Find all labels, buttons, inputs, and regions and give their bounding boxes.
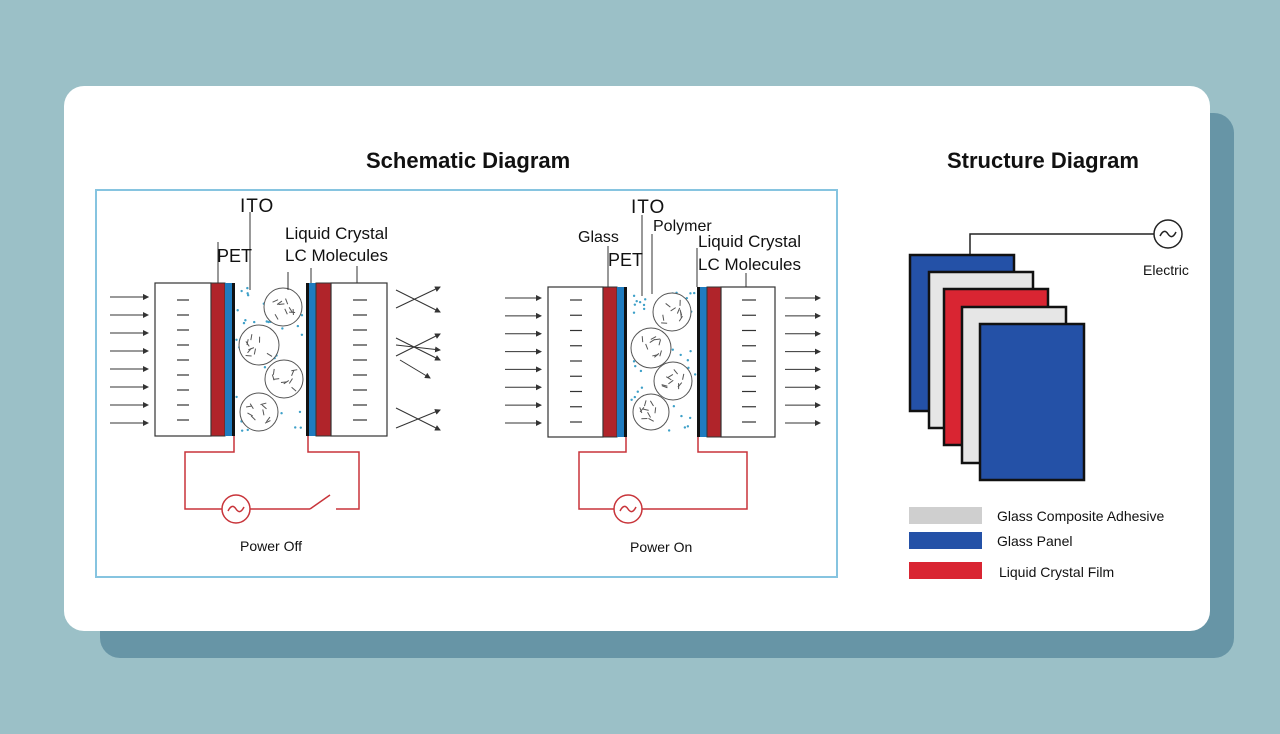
scattered-light-arrows [395,286,441,431]
right-glass-block-on [720,286,776,438]
pet-layer-right [315,282,332,437]
label-ito-off: ITO [240,196,274,217]
ito-layer-left [225,283,232,436]
structure-title: Structure Diagram [947,148,1139,173]
label-polymer-on: Polymer [653,218,712,235]
legend-label-film: Liquid Crystal Film [999,564,1114,580]
label-lc-molecules-on: LC Molecules [698,255,801,274]
legend-label-adhesive: Glass Composite Adhesive [997,508,1165,524]
label-ito-on: ITO [631,197,665,218]
power-on-panel: ITO Glass Polymer PET Liquid Crystal LC … [505,197,821,555]
incoming-arrows-off-group [110,294,149,426]
structure-legend: Glass Composite Adhesive Glass Panel Liq… [909,507,1165,580]
legend-label-glass: Glass Panel [997,533,1072,549]
structure-stack: Electric [908,219,1189,482]
label-pet-on: PET [608,250,643,270]
legend-swatch-glass [909,532,982,549]
glass-panel-front [978,322,1086,482]
label-lc-molecules-off: LC Molecules [285,246,388,265]
legend-swatch-adhesive [909,507,982,524]
pet-layer-right-on [706,286,722,438]
ito-layer-left-on [617,287,624,437]
label-pet-off: PET [217,246,252,266]
ito-layer-right [309,283,316,436]
label-liquid-crystal-off: Liquid Crystal [285,224,388,243]
schematic-title: Schematic Diagram [366,148,571,173]
circuit-power-off [184,436,360,524]
pet-layer-left-on [602,286,618,438]
electric-wire [969,233,1154,256]
legend-swatch-film [909,562,982,579]
ito-layer-right-on [700,287,707,437]
lc-droplets-off [238,287,304,432]
power-off-panel: ITO PET Liquid Crystal LC Molecules Powe… [110,196,441,554]
schematic-frame [95,189,838,578]
caption-power-off: Power Off [240,538,302,554]
caption-power-on: Power On [630,539,692,555]
label-liquid-crystal-on: Liquid Crystal [698,232,801,251]
pet-layer-left [210,282,226,437]
circuit-power-on [578,437,748,524]
left-glass-block-on [547,286,604,438]
electric-label: Electric [1143,262,1189,278]
label-glass-on: Glass [578,229,619,246]
